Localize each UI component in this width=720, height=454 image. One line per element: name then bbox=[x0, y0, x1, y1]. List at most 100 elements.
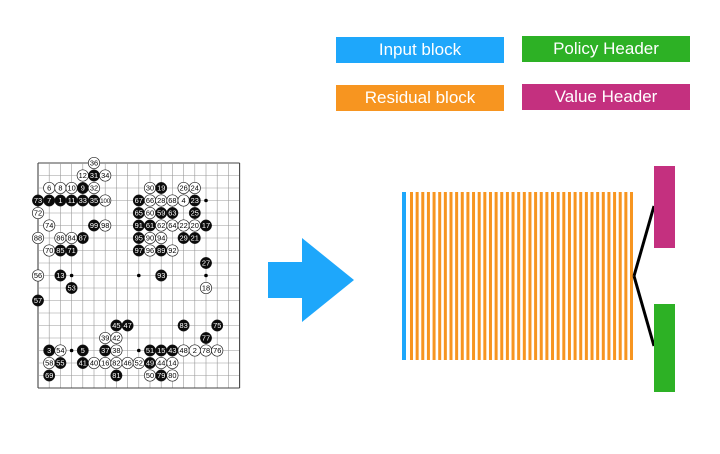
stone-circle bbox=[87, 156, 101, 170]
black-stone: 49 bbox=[144, 357, 156, 369]
move-number: 81 bbox=[112, 371, 120, 380]
black-stone: 13 bbox=[54, 269, 67, 282]
move-number: 49 bbox=[146, 359, 154, 368]
move-number: 28 bbox=[157, 196, 165, 205]
move-number: 66 bbox=[146, 196, 154, 205]
stone-circle bbox=[76, 344, 89, 357]
stone-circle bbox=[32, 294, 44, 307]
legend-residual-block: Residual block bbox=[336, 85, 504, 111]
white-stone: 88 bbox=[31, 231, 45, 245]
white-stone: 16 bbox=[99, 356, 112, 370]
residual-block bbox=[488, 192, 492, 360]
residual-block bbox=[624, 192, 628, 360]
stone-circle bbox=[99, 169, 112, 182]
residual-block bbox=[522, 192, 526, 360]
stone-circle bbox=[188, 194, 201, 207]
white-stone: 32 bbox=[87, 181, 101, 195]
residual-block bbox=[539, 192, 543, 360]
black-stone: 57 bbox=[32, 294, 44, 307]
black-stone: 63 bbox=[166, 207, 179, 219]
black-stone: 29 bbox=[177, 232, 190, 244]
move-number: 75 bbox=[213, 321, 221, 330]
star-point bbox=[137, 273, 141, 278]
move-number: 26 bbox=[179, 184, 187, 193]
stone-circle bbox=[121, 319, 134, 332]
stone-circle bbox=[188, 207, 201, 219]
star-point bbox=[69, 273, 74, 278]
move-number: 94 bbox=[157, 234, 165, 243]
stone-circle bbox=[54, 269, 67, 282]
move-number: 22 bbox=[179, 221, 187, 230]
move-number: 74 bbox=[45, 221, 53, 230]
move-number: 97 bbox=[135, 246, 143, 255]
white-stone: 22 bbox=[177, 219, 190, 232]
white-stone: 62 bbox=[155, 219, 168, 232]
move-number: 98 bbox=[101, 221, 109, 230]
white-stone: 40 bbox=[87, 356, 101, 370]
move-number: 70 bbox=[45, 246, 53, 255]
black-stone: 79 bbox=[155, 369, 168, 382]
move-number: 24 bbox=[191, 184, 199, 193]
move-number: 83 bbox=[179, 321, 187, 330]
move-number: 37 bbox=[101, 346, 109, 355]
stone-circle bbox=[99, 194, 112, 207]
residual-block bbox=[426, 192, 430, 360]
residual-block bbox=[505, 192, 509, 360]
black-stone: 43 bbox=[166, 344, 179, 357]
black-stone: 97 bbox=[132, 244, 145, 257]
black-stone: 61 bbox=[144, 219, 156, 232]
black-stone: 89 bbox=[155, 244, 168, 257]
move-number: 35 bbox=[90, 196, 98, 205]
residual-block bbox=[579, 192, 583, 360]
stone-circle bbox=[188, 181, 201, 195]
star-point bbox=[204, 273, 208, 278]
residual-block bbox=[415, 192, 419, 360]
black-stone: 55 bbox=[54, 357, 67, 369]
move-number: 2 bbox=[193, 346, 197, 355]
star-point bbox=[137, 348, 141, 353]
white-stone: 8 bbox=[54, 181, 67, 195]
residual-block bbox=[483, 192, 487, 360]
white-stone: 98 bbox=[99, 219, 112, 232]
move-number: 45 bbox=[112, 321, 120, 330]
move-number: 23 bbox=[191, 196, 199, 205]
move-number: 90 bbox=[146, 234, 154, 243]
move-number: 29 bbox=[179, 234, 187, 243]
move-number: 30 bbox=[146, 184, 154, 193]
black-stone: 11 bbox=[65, 194, 78, 207]
move-number: 87 bbox=[79, 234, 87, 243]
move-number: 60 bbox=[146, 209, 154, 218]
move-number: 100 bbox=[100, 199, 111, 205]
stone-circle bbox=[43, 369, 56, 382]
residual-stack bbox=[410, 192, 633, 360]
move-number: 19 bbox=[157, 184, 165, 193]
connector-to-policy bbox=[632, 275, 656, 347]
move-number: 11 bbox=[68, 196, 76, 205]
move-number: 36 bbox=[90, 159, 98, 168]
move-number: 42 bbox=[112, 334, 120, 343]
move-number: 91 bbox=[135, 221, 143, 230]
black-stone: 95 bbox=[132, 232, 145, 244]
white-stone: 4 bbox=[177, 194, 190, 207]
move-number: 86 bbox=[56, 234, 64, 243]
policy-header-block bbox=[654, 304, 675, 392]
white-stone: 12 bbox=[76, 169, 89, 182]
white-stone: 6 bbox=[43, 181, 56, 195]
white-stone: 24 bbox=[188, 181, 201, 195]
move-number: 5 bbox=[81, 346, 85, 355]
move-number: 95 bbox=[135, 234, 143, 243]
move-number: 48 bbox=[179, 346, 187, 355]
white-stone: 14 bbox=[166, 356, 179, 370]
stone-circle bbox=[43, 219, 56, 232]
move-number: 44 bbox=[157, 359, 165, 368]
white-stone: 66 bbox=[143, 194, 157, 207]
move-number: 78 bbox=[202, 346, 210, 355]
black-stone: 7 bbox=[43, 194, 56, 207]
move-number: 54 bbox=[56, 346, 64, 355]
residual-block bbox=[528, 192, 532, 360]
stone-circle bbox=[87, 181, 101, 195]
white-stone: 36 bbox=[87, 156, 101, 170]
residual-block bbox=[511, 192, 515, 360]
move-number: 93 bbox=[157, 271, 165, 280]
black-stone: 27 bbox=[200, 257, 212, 269]
